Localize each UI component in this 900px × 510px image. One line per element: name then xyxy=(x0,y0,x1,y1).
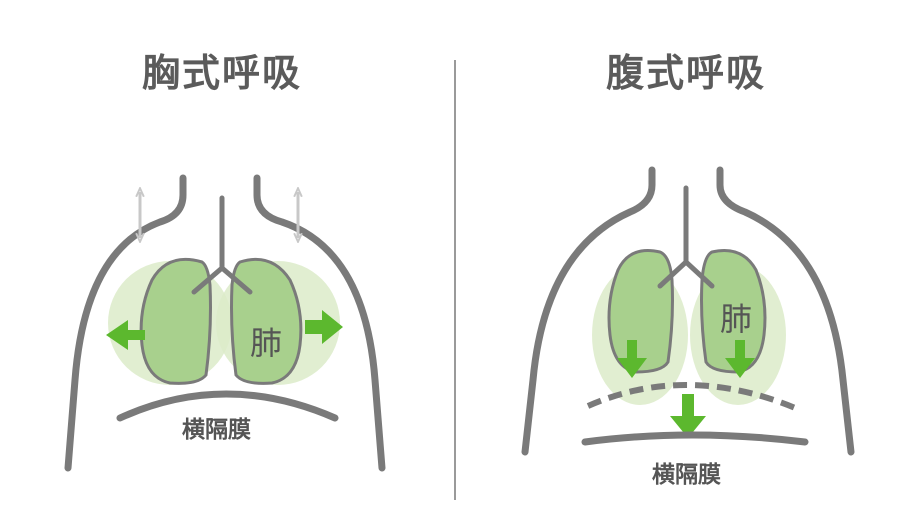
left-lung-down-arrow xyxy=(617,340,647,378)
left-trachea xyxy=(191,195,253,295)
left-torso-outline-right xyxy=(253,174,386,472)
left-lung xyxy=(139,257,212,385)
abdominal-breathing-title: 腹式呼吸 xyxy=(606,51,767,95)
left-panel: 肺 横隔膜 xyxy=(64,174,386,472)
diaphragm-original-position xyxy=(586,381,802,413)
right-trachea xyxy=(657,185,715,289)
right-expand-arrow xyxy=(305,310,343,344)
right-lung-down-arrow xyxy=(725,340,755,378)
left-expand-arrow xyxy=(106,320,145,350)
chest-breathing-title: 胸式呼吸 xyxy=(142,51,303,95)
right-panel-lung-label: 肺 xyxy=(720,300,752,338)
right-panel: 肺 横隔膜 xyxy=(521,166,855,488)
right-torso-outline-right xyxy=(716,166,855,456)
left-diaphragm xyxy=(116,390,339,422)
right-diaphragm xyxy=(581,431,809,446)
right-panel-diaphragm-label: 横隔膜 xyxy=(652,462,721,488)
right-torso-outline-left xyxy=(521,166,656,456)
diaphragm-down-arrow xyxy=(670,394,706,438)
left-panel-diaphragm-label: 横隔膜 xyxy=(182,417,251,443)
left-lung xyxy=(607,249,674,374)
left-panel-lung-label: 肺 xyxy=(250,324,282,362)
